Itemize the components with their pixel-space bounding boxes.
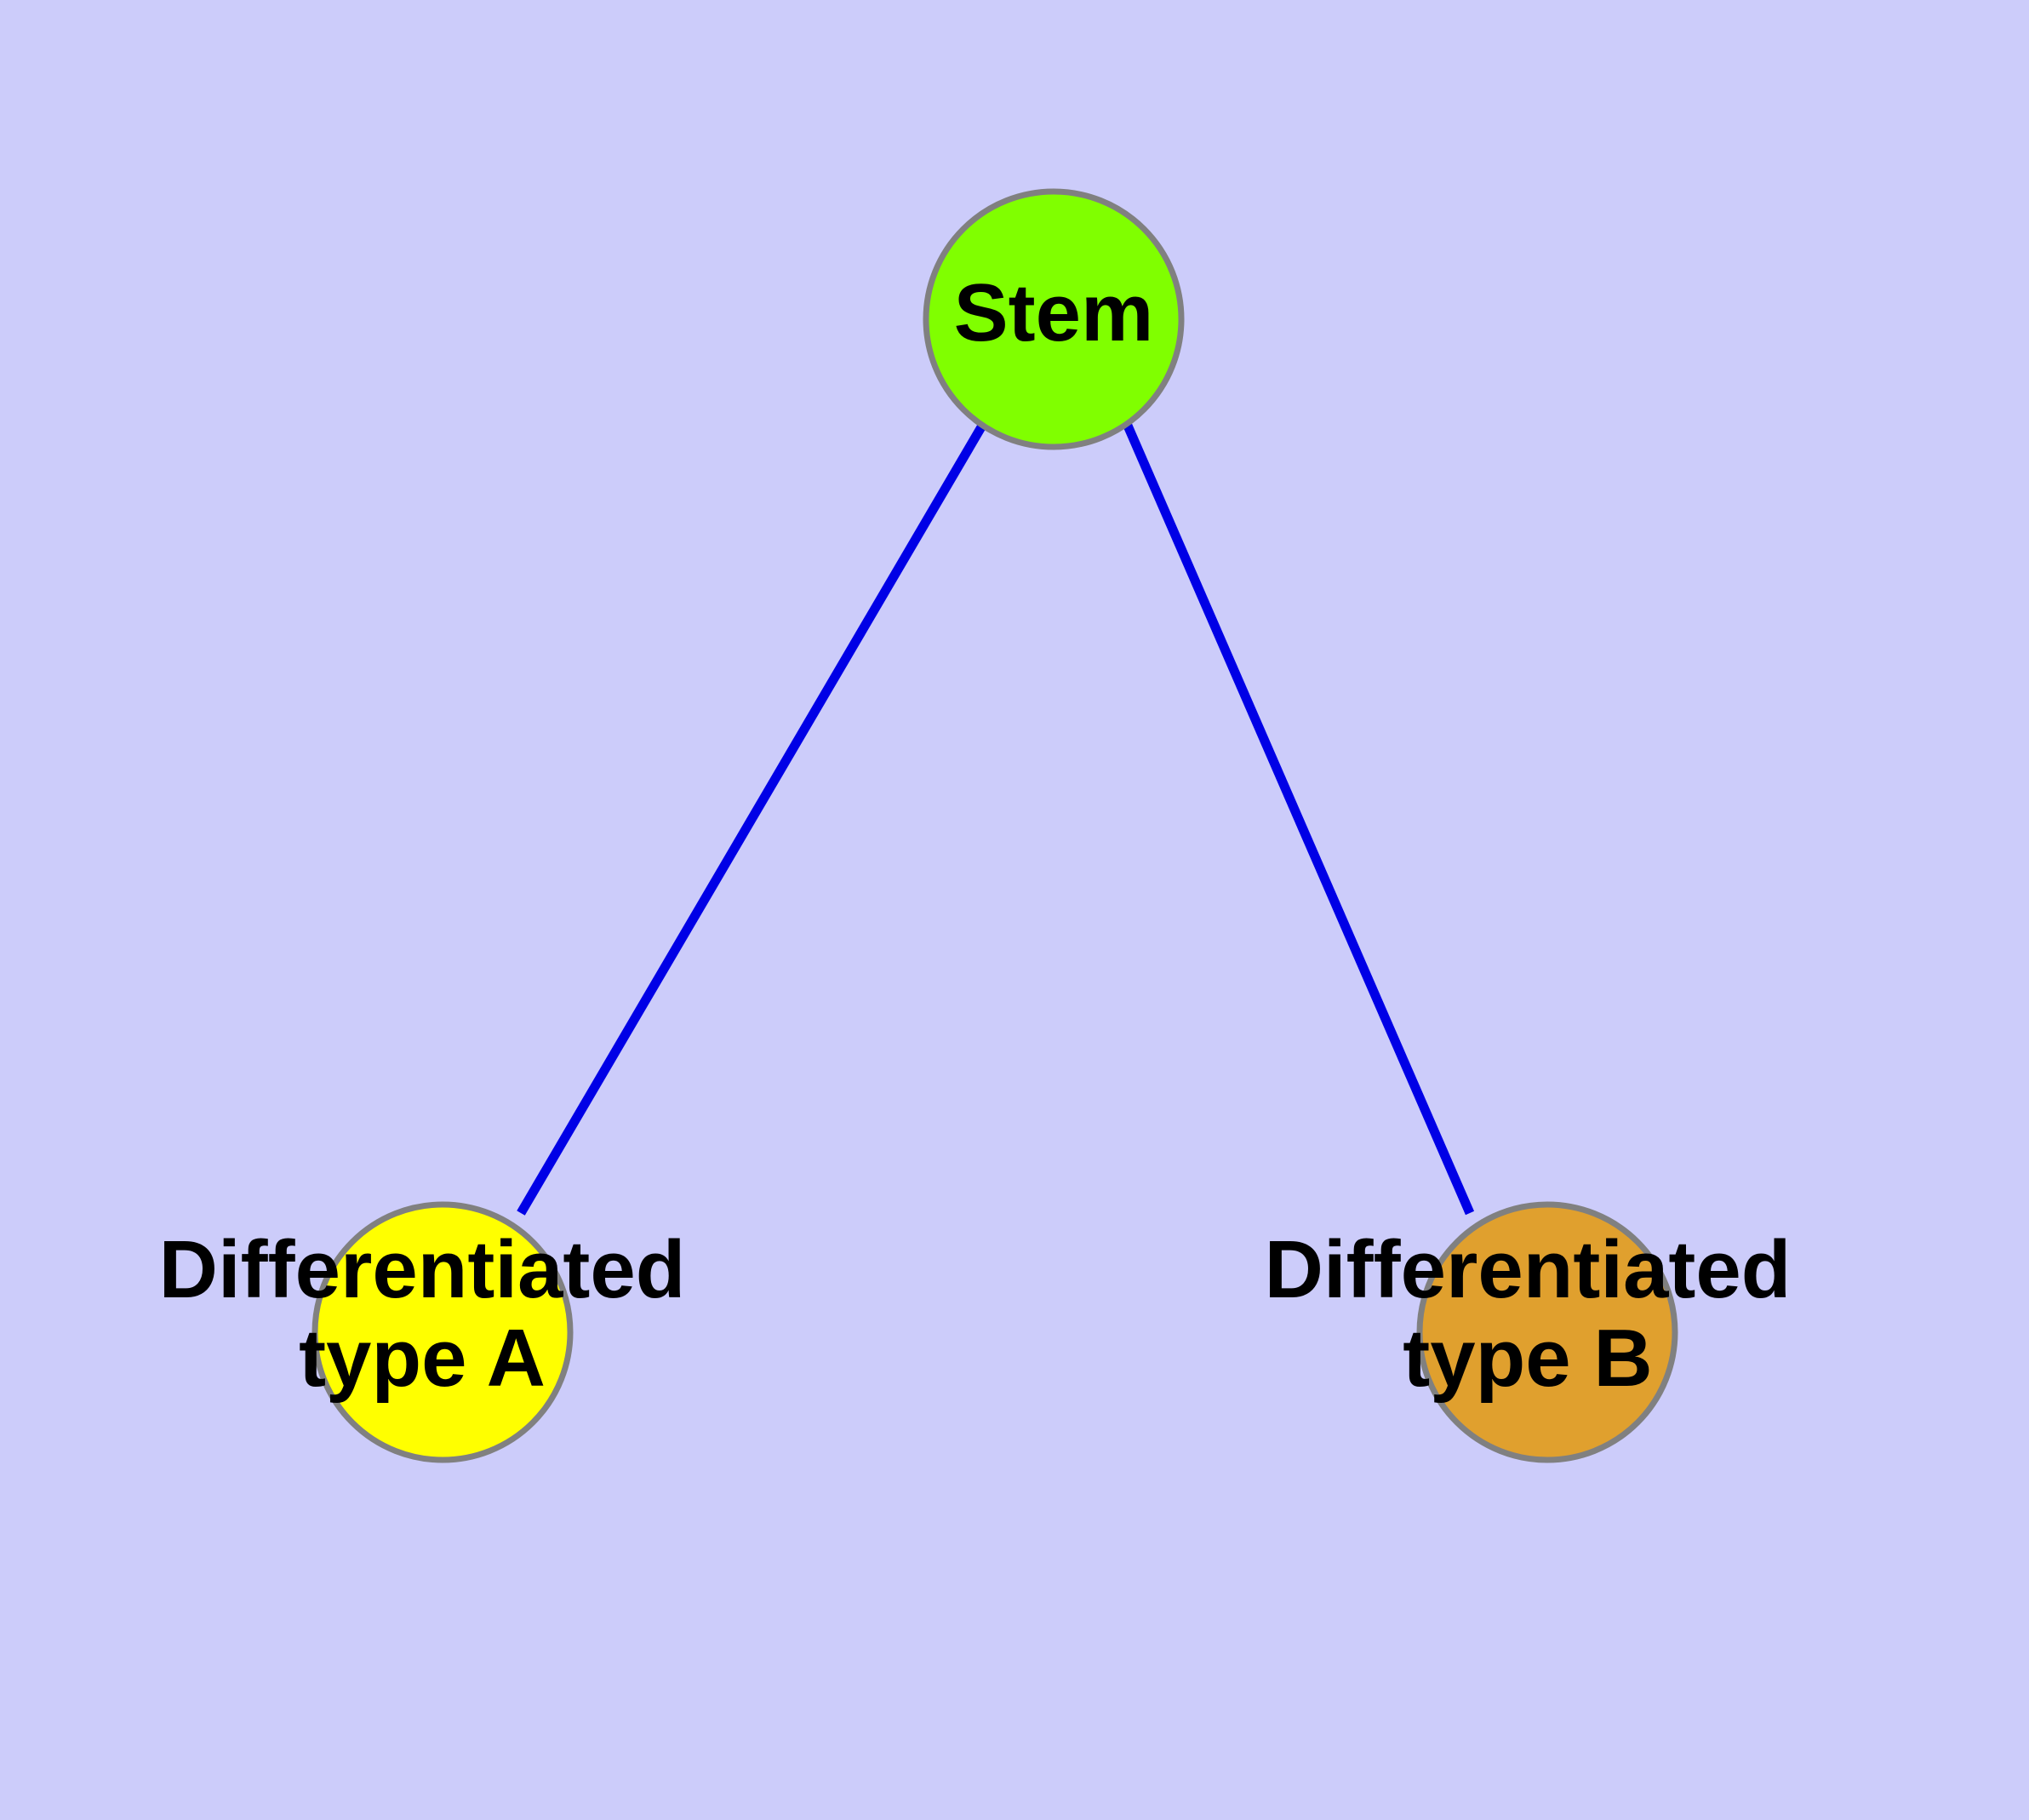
node-label-line: Stem bbox=[954, 267, 1154, 358]
node-stem[interactable] bbox=[923, 188, 1185, 450]
node-diff_a[interactable] bbox=[311, 1201, 574, 1463]
node-label-line: Differentiated bbox=[1265, 1224, 1792, 1315]
nodes-layer bbox=[311, 188, 1678, 1463]
node-label-line: Differentiated bbox=[159, 1224, 686, 1315]
node-label-line: type A bbox=[299, 1313, 546, 1404]
edge-stem-to-diff-a[interactable] bbox=[517, 423, 986, 1216]
node-diff_b[interactable] bbox=[1416, 1201, 1678, 1463]
edge-stem-to-diff-b[interactable] bbox=[1123, 423, 1475, 1216]
node-label-line: type B bbox=[1403, 1313, 1652, 1404]
edges-layer bbox=[517, 423, 1475, 1216]
node-label-stem: Stem bbox=[954, 267, 1154, 358]
